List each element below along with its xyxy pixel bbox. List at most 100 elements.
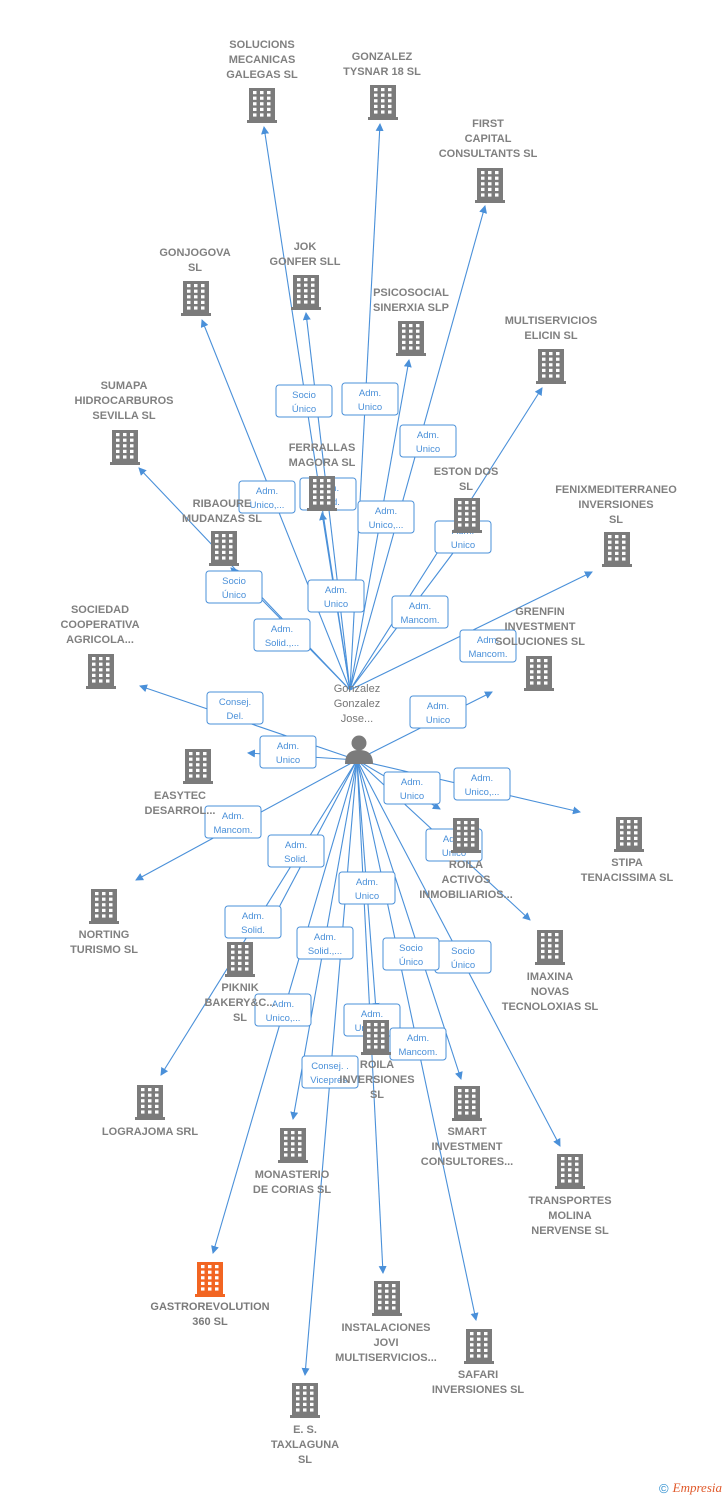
node-lograjoma[interactable]: LOGRAJOMA SRL xyxy=(102,1085,198,1138)
edge-label-es-taxlaguna[interactable]: Consej. .Vicepres. xyxy=(301,1055,359,1089)
edge-label-line-2: Unico xyxy=(426,715,450,726)
edge-label-piknik[interactable]: Adm.Solid. xyxy=(267,834,325,868)
edge-label-roila-inversiones[interactable]: Adm.Unico xyxy=(338,871,396,905)
edge-label-multiservicios-elicin[interactable]: Adm.Mancom. xyxy=(391,595,449,629)
edge-label-lograjoma[interactable]: Adm.Solid. xyxy=(224,905,282,939)
edge-label-line-2: Unico xyxy=(442,848,466,859)
edge-label-safari[interactable]: Adm.Mancom. xyxy=(389,1027,447,1061)
edge-label-roila-activos[interactable]: Adm.Unico xyxy=(383,771,441,805)
building-icon xyxy=(451,818,481,853)
edge-label-monasterio[interactable]: Adm.Solid.,... xyxy=(296,926,354,960)
node-roila-activos[interactable]: ROILAACTIVOSINMOBILIARIOS... xyxy=(419,818,513,901)
building-icon xyxy=(290,1383,320,1418)
node-label-line-2: DESARROL... xyxy=(145,805,216,817)
building-icon xyxy=(291,275,321,310)
edge-label-stipa[interactable]: Adm.Unico,... xyxy=(453,767,511,801)
edge-label-norting[interactable]: Adm.Mancom. xyxy=(204,805,262,839)
edge-label-line-2: Solid.,... xyxy=(308,946,342,957)
edge-label-gonzalez-tysnar[interactable]: Adm.Unico xyxy=(341,382,399,416)
node-label-line-3: CONSULTORES... xyxy=(421,1156,514,1168)
node-label-line-2: MUDANZAS SL xyxy=(182,513,262,525)
edge-label-line-1: Adm. xyxy=(285,840,307,851)
edge-label-gastrorevolution[interactable]: Adm.Unico,... xyxy=(254,993,312,1027)
edge-label-line-1: Adm. xyxy=(222,811,244,822)
edge-label-ferrallas[interactable]: Adm.Unico xyxy=(307,579,365,613)
node-label-line-2: MOLINA xyxy=(548,1210,591,1222)
node-label-line-1: SMART xyxy=(447,1126,486,1138)
node-label-line-3: SL xyxy=(233,1012,247,1024)
edge-label-sociedad-cooperativa[interactable]: Consej.Del. xyxy=(206,691,264,725)
center-node[interactable]: Gonzalez Gonzalez Jose... xyxy=(334,683,380,764)
node-label-line-2: INVESTMENT xyxy=(505,621,576,633)
building-icon xyxy=(361,1020,391,1055)
edge-label-line-1: Adm. xyxy=(361,1009,383,1020)
node-label-line-2: MAGORA SL xyxy=(289,457,356,469)
node-instalaciones-jovi[interactable]: INSTALACIONESJOVIMULTISERVICIOS... xyxy=(335,1281,437,1364)
center-label-line-2: Gonzalez xyxy=(334,698,380,710)
edge-label-psicosocial[interactable]: Adm.Unico,... xyxy=(357,500,415,534)
edge-label-line-1: Adm. xyxy=(427,701,449,712)
node-label-line-1: ROILA xyxy=(360,1059,394,1071)
node-smart-investment[interactable]: SMARTINVESTMENTCONSULTORES... xyxy=(421,1086,514,1168)
node-label-line-1: TRANSPORTES xyxy=(528,1195,611,1207)
node-label-line-1: GONJOGOVA xyxy=(159,247,230,259)
node-label-line-1: PIKNIK xyxy=(221,982,258,994)
edge-label-first-capital[interactable]: Adm.Unico xyxy=(399,424,457,458)
edge-label-line-1: Socio xyxy=(222,576,246,587)
brand-logo[interactable]: Empresia xyxy=(672,1480,722,1495)
edge-label-line-1: Adm. xyxy=(356,877,378,888)
edge-label-line-2: Solid.,... xyxy=(265,638,299,649)
edge-label-fenix[interactable]: Adm.Mancom. xyxy=(459,629,517,663)
edge-label-ribaoure[interactable]: Adm.Solid.,... xyxy=(253,618,311,652)
node-label-line-2: JOVI xyxy=(373,1337,398,1349)
edge-label-gonjogova[interactable]: Adm.Unico,... xyxy=(238,480,296,514)
edge-label-grenfin[interactable]: Adm. Unico xyxy=(409,695,467,729)
building-icon xyxy=(209,531,239,566)
node-label-line-1: GASTROREVOLUTION xyxy=(150,1301,269,1313)
edge-label-line-2: Unico xyxy=(358,402,382,413)
node-label-line-1: RIBAOURE xyxy=(193,498,252,510)
building-icon xyxy=(614,817,644,852)
node-label-line-2: ACTIVOS xyxy=(442,874,491,886)
building-icon xyxy=(181,281,211,316)
node-label-line-3: TECNOLOXIAS SL xyxy=(502,1001,599,1013)
edge-label-easytec[interactable]: Adm.Unico xyxy=(259,735,317,769)
edge-label-line-2: Unico xyxy=(276,755,300,766)
building-icon xyxy=(396,321,426,356)
node-label-line-1: ROILA xyxy=(449,859,483,871)
edge-label-line-2: Solid. xyxy=(241,925,265,936)
edge-label-line-1: Consej. . xyxy=(311,1061,349,1072)
node-label-line-1: SAFARI xyxy=(458,1369,498,1381)
node-sociedad-cooperativa[interactable]: SOCIEDADCOOPERATIVAAGRICOLA... xyxy=(60,604,140,689)
node-ribaoure[interactable]: RIBAOURE MUDANZAS SL xyxy=(182,498,262,566)
node-label-line-3: SEVILLA SL xyxy=(92,410,155,422)
node-easytec[interactable]: EASYTECDESARROL... xyxy=(145,749,216,817)
